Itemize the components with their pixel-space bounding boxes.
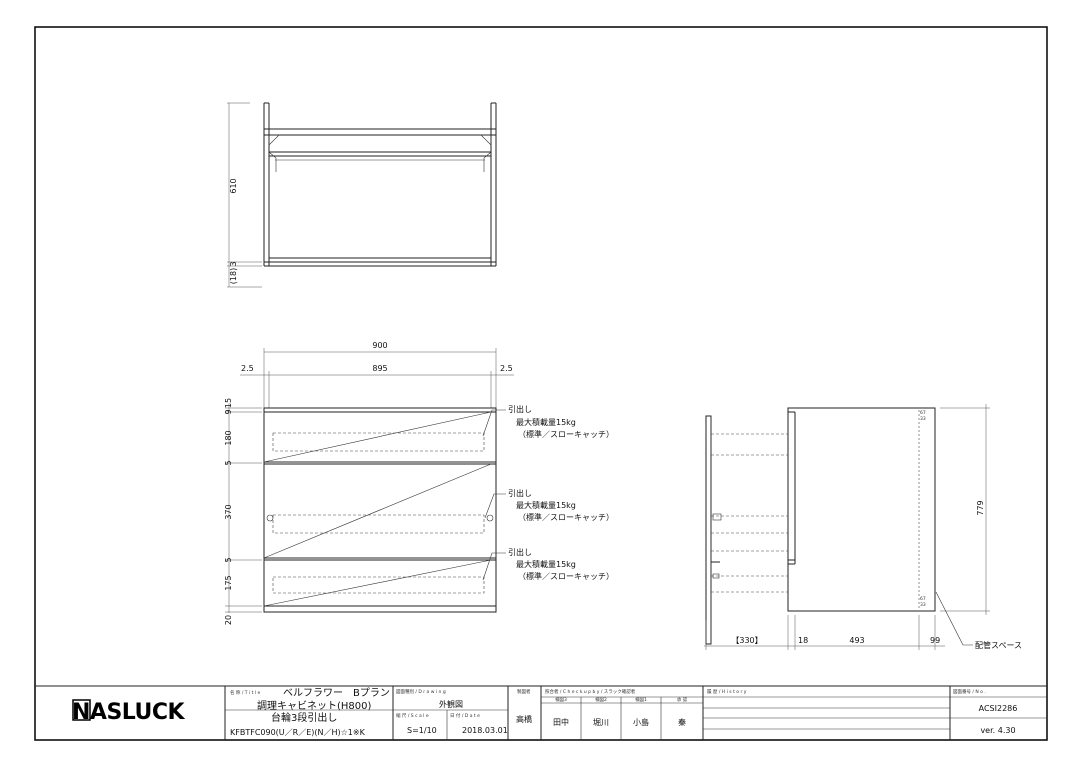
- checker-2: 堀川: [593, 718, 609, 727]
- checker-1: 田中: [553, 717, 569, 727]
- product-name: 調理キャビネット(H800): [257, 699, 372, 712]
- title-caption: 名 称 / T i t l e: [230, 689, 261, 696]
- side-depth-330: 【330】: [731, 636, 762, 645]
- drawer-note-3-title: 引出し: [508, 547, 532, 557]
- check-caption: 照合者 / C h e c k u p b y / スラック確認者: [545, 688, 636, 695]
- vdim-175: 175: [224, 575, 233, 590]
- vdim-5a: 5: [224, 460, 233, 465]
- drawing-caption: 図面種別 / D r a w i n g: [396, 688, 446, 695]
- drawer-note-1-load: 最大積載量15kg: [516, 417, 576, 427]
- scale-value: S=1/10: [407, 726, 437, 735]
- top-depth-label: 610: [229, 178, 238, 193]
- drawing-version: ver. 4.30: [980, 726, 1015, 735]
- inner-width-label: 895: [372, 364, 387, 373]
- title-block: NASLUCK 名 称 / T i t l e ベルフラワー Bプラン 調理キャ…: [35, 685, 1047, 740]
- vdim-180: 180: [224, 430, 233, 445]
- side-view: 67 33 67 33 779 【330】 18 493 99 配管スペース: [704, 404, 1022, 650]
- model-number: KFBTFC090(U／R／E)(N／H)☆1※K: [230, 728, 366, 737]
- svg-text:33: 33: [920, 416, 926, 422]
- drawer-notes: 引出し 最大積載量15kg （標準／スローキャッチ） 引出し 最大積載量15kg…: [482, 404, 614, 581]
- checker-3: 小島: [633, 717, 649, 727]
- svg-text:67: 67: [920, 596, 926, 602]
- drawer-note-2-type: （標準／スローキャッチ）: [518, 512, 614, 522]
- number-caption: 図面番号 / N o .: [953, 688, 986, 695]
- drafter-caption: 製図者: [517, 688, 531, 695]
- vdim-9: 9: [224, 409, 233, 414]
- side-depth-493: 493: [849, 636, 864, 645]
- side-depth-99: 99: [930, 636, 940, 645]
- top-view: 610 3 (18): [227, 102, 497, 288]
- front-view: 900 895 2.5 2.5 15 9 180 5 370 5 175 20: [224, 341, 514, 625]
- drawer-note-2-load: 最大積載量15kg: [516, 500, 576, 510]
- gap-right-label: 2.5: [500, 364, 513, 373]
- date-caption: 日 付 / D a t e: [450, 712, 480, 719]
- vdim-370: 370: [224, 504, 233, 519]
- drawer-note-3-type: （標準／スローキャッチ）: [518, 571, 614, 581]
- side-depth-18: 18: [798, 636, 808, 645]
- svg-text:67: 67: [920, 410, 926, 416]
- scale-caption: 縮 尺 / S c a l e: [396, 712, 429, 719]
- date-value: 2018.03.01: [462, 726, 508, 735]
- top-bottom-label: (18): [229, 268, 238, 284]
- check-sub-3: 検図1: [635, 696, 647, 703]
- gap-left-label: 2.5: [241, 364, 254, 373]
- check-sub-4: 承 認: [677, 696, 688, 703]
- checker-4: 秦: [678, 717, 686, 727]
- product-spec: 台輪3段引出し: [271, 711, 337, 724]
- drawer-note-2-title: 引出し: [508, 488, 532, 498]
- drawing-number: ACSI2286: [979, 704, 1018, 713]
- check-sub-1: 検図3: [555, 696, 567, 703]
- svg-text:33: 33: [920, 602, 926, 608]
- top-small-label: 3: [229, 261, 238, 266]
- vdim-20: 20: [224, 615, 233, 625]
- drawer-note-3-load: 最大積載量15kg: [516, 559, 576, 569]
- drawer-note-1-type: （標準／スローキャッチ）: [518, 429, 614, 439]
- series-name: ベルフラワー Bプラン: [283, 687, 390, 699]
- side-height-label: 779: [976, 500, 985, 515]
- overall-width-label: 900: [372, 341, 387, 350]
- piping-space-note: 配管スペース: [975, 640, 1022, 650]
- history-caption: 履 歴 / H i s t o r y: [707, 689, 747, 695]
- company-logo: NASLUCK: [72, 700, 186, 725]
- vdim-15: 15: [224, 398, 233, 408]
- vdim-5b: 5: [224, 557, 233, 562]
- drafter-name: 高橋: [516, 714, 532, 724]
- check-sub-2: 検図2: [595, 696, 607, 703]
- sheet-frame: [34, 26, 1048, 741]
- drawing-type: 外観図: [439, 699, 463, 709]
- drawer-note-1-title: 引出し: [508, 404, 532, 414]
